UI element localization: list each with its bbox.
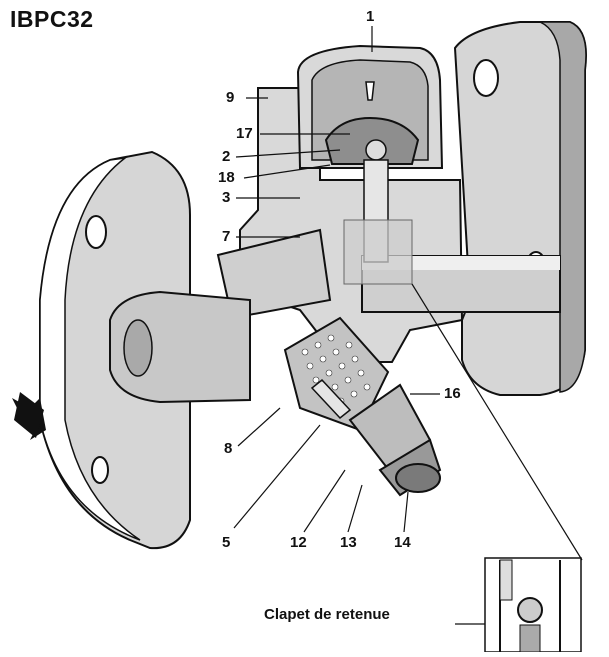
callout-18: 18 <box>218 169 235 186</box>
leader-lines <box>233 26 485 625</box>
inlet-flange <box>39 150 251 550</box>
callout-17: 17 <box>236 125 253 142</box>
callout-13: 13 <box>340 534 357 551</box>
callout-3: 3 <box>222 189 231 206</box>
strainer-cap <box>348 383 442 497</box>
thermostatic-cap <box>296 44 444 263</box>
outlet-flange <box>453 21 587 396</box>
callout-2: 2 <box>222 148 231 165</box>
callout-1: 1 <box>366 8 375 25</box>
detail-highlight-box <box>343 219 413 285</box>
flow-arrow-head <box>14 392 44 438</box>
callout-12: 12 <box>290 534 307 551</box>
callout-14: 14 <box>394 534 411 551</box>
strainer-screen <box>283 316 390 432</box>
callout-5: 5 <box>222 534 231 551</box>
callout-9: 9 <box>226 89 235 106</box>
check-valve-inset <box>484 557 582 653</box>
detail-pointer-line <box>411 283 583 561</box>
callout-16: 16 <box>444 385 461 402</box>
callout-7: 7 <box>222 228 231 245</box>
callout-8: 8 <box>224 440 233 457</box>
inset-caption: Clapet de retenue <box>264 606 390 623</box>
diagram-title: IBPC32 <box>10 6 94 32</box>
